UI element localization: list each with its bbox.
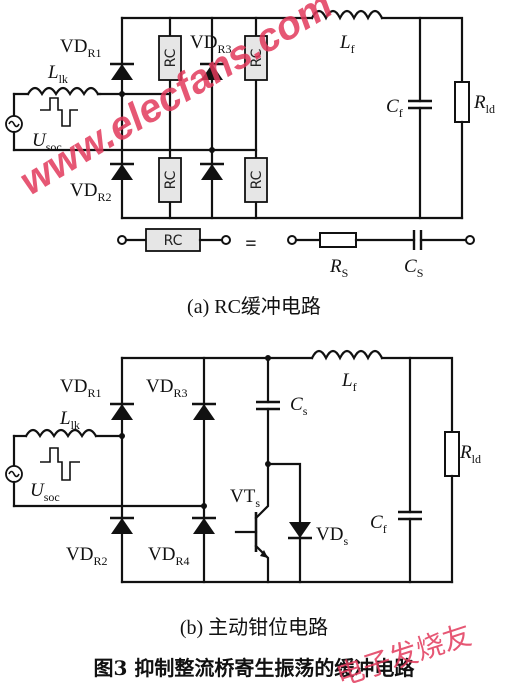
figure-caption: 图3 抑制整流桥寄生振荡的缓冲电路 — [94, 656, 416, 680]
label-cf-b: Cf — [370, 512, 387, 536]
diode-vdr4-a — [198, 162, 226, 182]
label-cf-a: Cf — [386, 96, 403, 120]
label-rld-a: Rld — [473, 92, 495, 116]
rc-text-4-a: RC — [249, 170, 265, 189]
label-vdr4-b: VDR4 — [148, 544, 189, 568]
caption-b: (b) 主动钳位电路 — [180, 616, 328, 639]
label-vdr1-b: VDR1 — [60, 376, 101, 400]
label-vds-b: VDs — [316, 524, 348, 548]
label-vdr2-b: VDR2 — [66, 544, 107, 568]
label-rs-a: RS — [329, 256, 348, 280]
transistor-vts-b — [234, 462, 270, 584]
resistor-rs-a — [319, 232, 357, 248]
label-cs-b: Cs — [290, 394, 308, 418]
inductor-lf-b — [310, 349, 384, 361]
label-lf-b: Lf — [341, 370, 357, 394]
diode-vdr1-b — [108, 402, 136, 422]
label-llk-b: Llk — [59, 408, 80, 432]
inductor-lf-a — [310, 9, 384, 21]
equals-sign: = — [245, 233, 256, 255]
label-vdr1-a: VDR1 — [60, 36, 101, 60]
label-vdr3-a: VDR3 — [190, 32, 231, 56]
label-cs-a: CS — [404, 256, 423, 280]
diode-vdr4-b — [190, 516, 218, 536]
diode-vdr2-a — [108, 162, 136, 182]
circuit-a: RC RC RC RC RC = — [5, 9, 495, 280]
label-vdr3-b: VDR3 — [146, 376, 187, 400]
label-vdr2-a: VDR2 — [70, 180, 111, 204]
circuit-b: VDR1 VDR3 VDR2 VDR4 Llk Usoc Cs Lf Rld V… — [5, 349, 481, 584]
rc-text-1-a: RC — [163, 48, 179, 67]
diode-vds-b — [286, 520, 314, 540]
inductor-llk-b — [24, 428, 98, 439]
diode-vdr3-b — [190, 402, 218, 422]
resistor-rld-a — [454, 81, 470, 123]
inductor-llk-a — [26, 86, 100, 97]
label-usoc-a: Usoc — [32, 130, 62, 154]
label-llk-a: Llk — [47, 62, 68, 86]
caption-a: (a) RC缓冲电路 — [187, 295, 321, 318]
rc-text-2-a: RC — [249, 48, 265, 67]
label-lf-a: Lf — [339, 32, 355, 56]
diode-vdr2-b — [108, 516, 136, 536]
label-rld-b: Rld — [459, 442, 481, 466]
label-usoc-b: Usoc — [30, 480, 60, 504]
rc-text-3-a: RC — [163, 170, 179, 189]
label-vts-b: VTs — [230, 486, 260, 510]
resistor-rld-b — [444, 431, 460, 477]
pulse-waveform-b — [40, 447, 80, 481]
rc-text-h-a: RC — [164, 233, 183, 249]
diode-vdr1-a — [108, 62, 136, 82]
watermark-brand: 电子发烧友 — [332, 618, 475, 693]
pulse-waveform-a — [40, 97, 78, 127]
